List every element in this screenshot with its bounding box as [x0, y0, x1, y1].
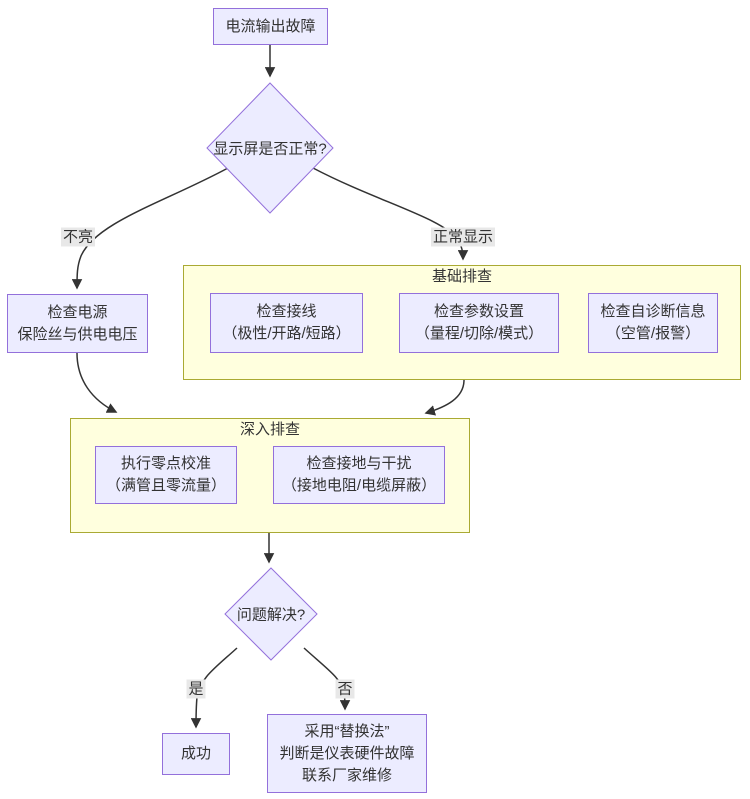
edge-solved-to-replace [303, 647, 351, 711]
node-check-diag: 检查自诊断信息 （空管/报警） [588, 293, 718, 353]
edge-label-not-lit: 不亮 [60, 227, 96, 247]
edge-display-to-power [71, 167, 229, 290]
node-check-power-line2: 保险丝与供电电压 [17, 325, 138, 343]
cluster-deep-check-title: 深入排查 [239, 421, 301, 438]
edge-label-no: 否 [335, 679, 355, 699]
edge-label-yes: 是 [186, 679, 206, 699]
node-success: 成功 [162, 733, 230, 775]
node-replace-line1: 采用“替换法” [304, 722, 390, 740]
node-check-wiring-line2: （极性/开路/短路） [222, 325, 351, 342]
node-start-label: 电流输出故障 [225, 17, 316, 35]
node-zero-cal-line1: 执行零点校准 [120, 455, 211, 472]
edge-label-normal: 正常显示 [430, 227, 496, 247]
node-check-diag-line1: 检查自诊断信息 [600, 303, 706, 320]
node-replace-line2: 判断是仪表硬件故障 [279, 744, 415, 762]
node-replace-line3: 联系厂家维修 [301, 766, 392, 784]
node-success-label: 成功 [180, 745, 211, 762]
decision-solved-label: 问题解决? [236, 606, 306, 624]
node-replace: 采用“替换法” 判断是仪表硬件故障 联系厂家维修 [267, 714, 427, 793]
decision-display-diamond [206, 82, 334, 214]
node-check-power-line1: 检查电源 [47, 303, 108, 321]
node-check-power: 检查电源 保险丝与供电电压 [7, 294, 148, 353]
node-zero-cal: 执行零点校准 （满管且零流量） [95, 446, 237, 504]
node-grounding: 检查接地与干扰 （接地电阻/电缆屏蔽） [273, 446, 445, 504]
node-grounding-line2: （接地电阻/电缆屏蔽） [281, 477, 437, 494]
node-check-params-line1: 检查参数设置 [433, 303, 524, 320]
node-check-params-line2: （量程/切除/模式） [414, 325, 544, 342]
node-check-wiring-line1: 检查接线 [256, 303, 317, 320]
node-grounding-line1: 检查接地与干扰 [306, 455, 412, 472]
cluster-basic-check-title: 基础排查 [431, 268, 493, 285]
node-zero-cal-line2: （满管且零流量） [105, 477, 226, 494]
node-check-wiring: 检查接线 （极性/开路/短路） [210, 293, 363, 353]
decision-display-label: 显示屏是否正常? [213, 140, 327, 158]
node-check-diag-line2: （空管/报警） [605, 325, 701, 342]
node-start: 电流输出故障 [213, 8, 328, 45]
node-check-params: 检查参数设置 （量程/切除/模式） [399, 293, 559, 353]
decision-solved-diamond [224, 567, 318, 661]
edge-power-to-deep [76, 352, 118, 413]
edge-basic-to-deep [424, 379, 465, 416]
